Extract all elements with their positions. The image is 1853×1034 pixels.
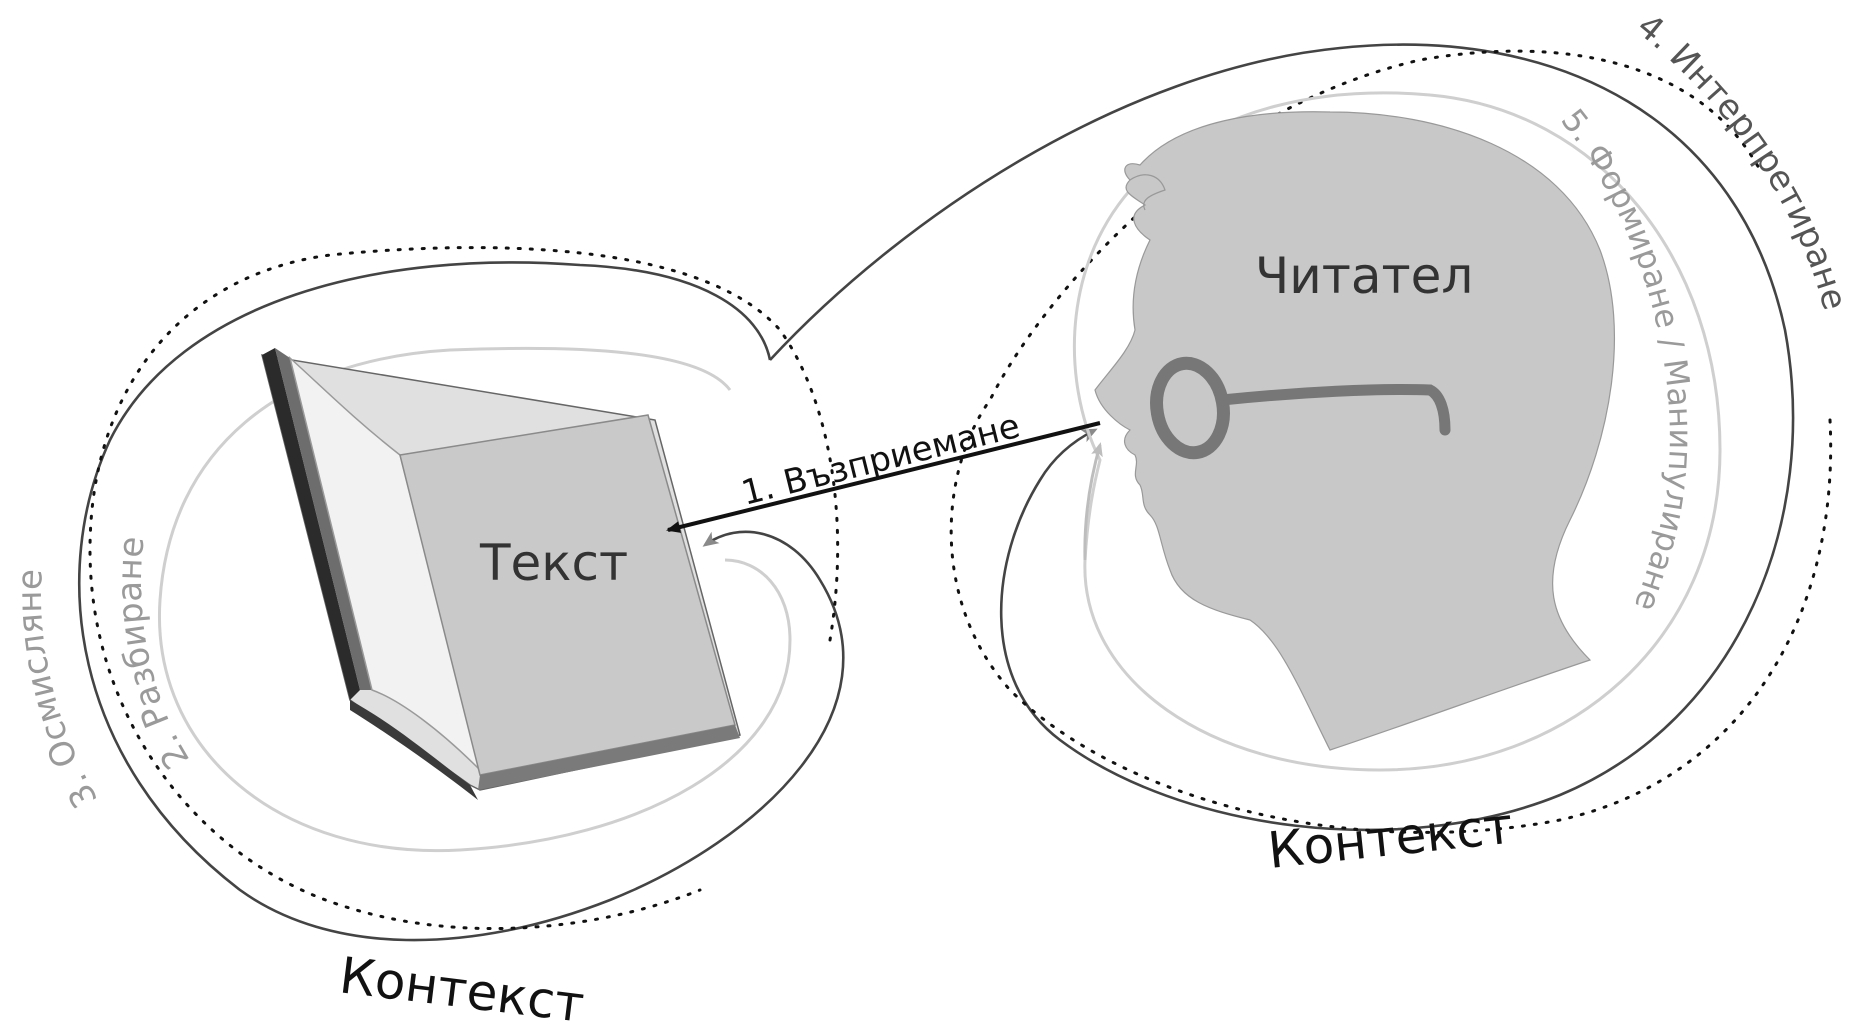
reader-label: Читател: [1255, 247, 1473, 305]
understanding-label: 2. Разбиране: [110, 535, 198, 776]
left-outer-loop: [77, 261, 845, 942]
perception-arrow: [666, 421, 1101, 533]
left-dotted-loop: [88, 246, 840, 931]
left-context-cycle: [77, 246, 845, 942]
context-left-label: Контекст: [337, 946, 588, 1029]
perception-label: 1. Възприемане: [738, 406, 1024, 514]
right-dotted-loop: [949, 49, 1833, 834]
book-illustration: [260, 348, 741, 800]
text-label: Текст: [479, 534, 628, 592]
comprehension-label: 3. Осмисляне: [10, 568, 106, 814]
right-outer-loop: [769, 43, 1795, 832]
left-inner-loop: [157, 346, 792, 853]
context-right-label: Контекст: [1265, 797, 1515, 880]
reader-head-illustration: [1094, 111, 1615, 751]
